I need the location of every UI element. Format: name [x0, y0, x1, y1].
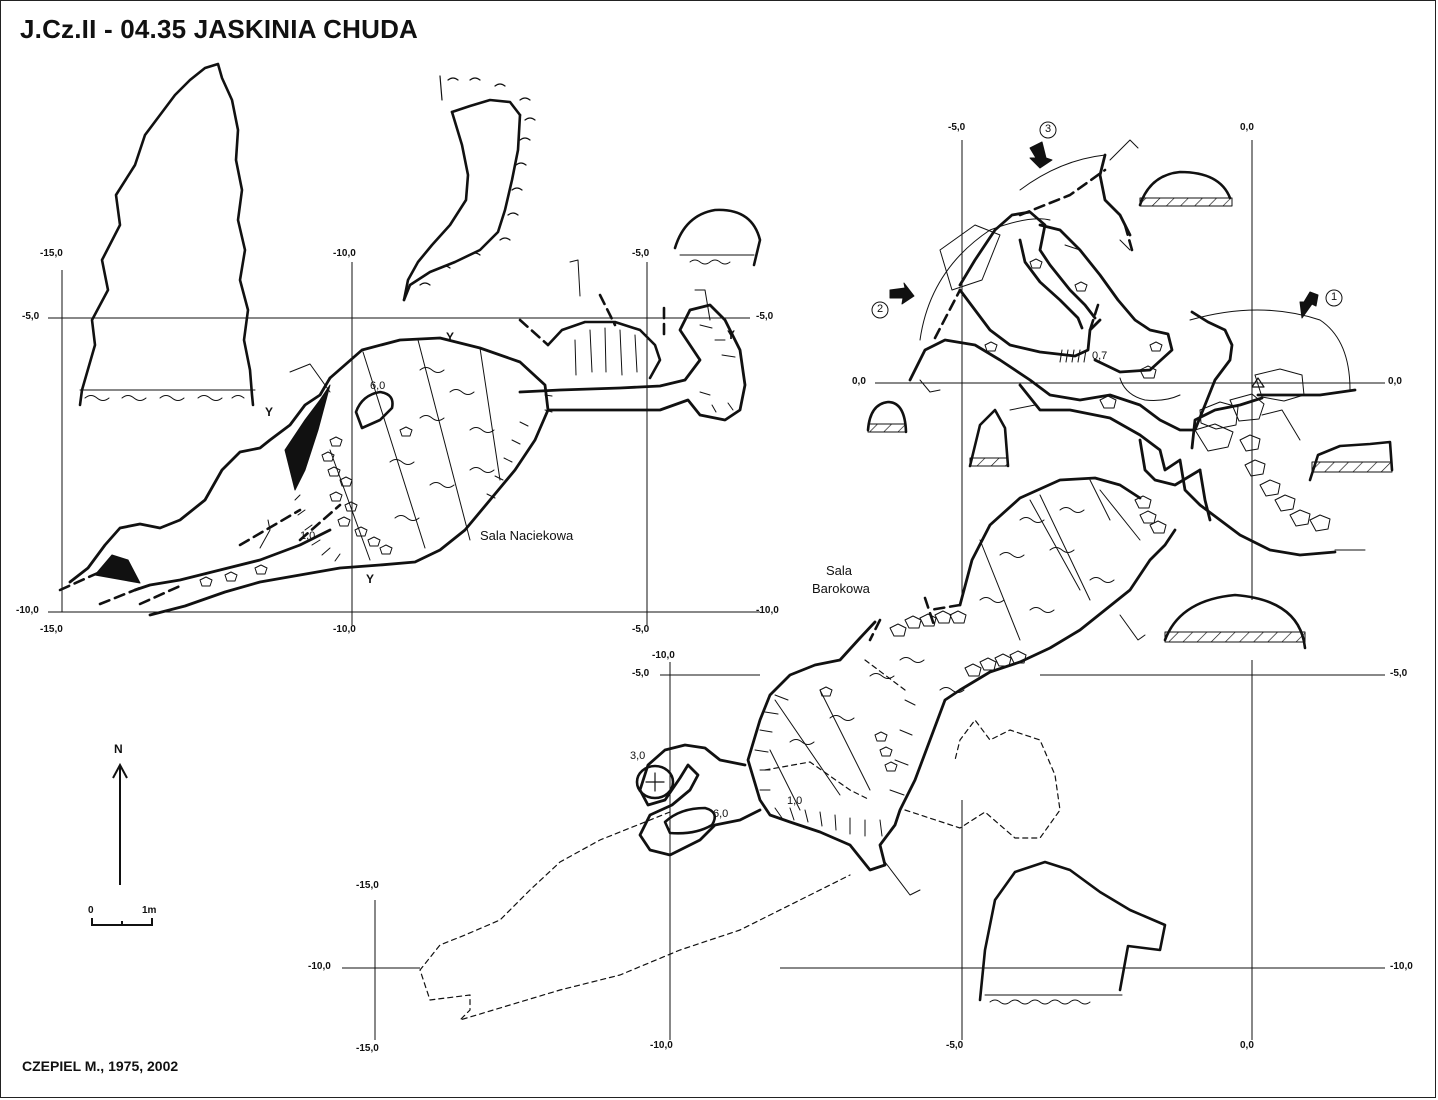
grid-label-y: -5,0	[756, 311, 774, 322]
cross-sections	[78, 62, 1394, 1005]
grid-label-y: -5,0	[1390, 668, 1408, 679]
grid-label-x: -15,0	[40, 248, 63, 259]
grid-label-y: -10,0	[1390, 961, 1413, 972]
grid-label-x: 0,0	[1240, 1040, 1254, 1051]
grid-label-y: -10,0	[308, 961, 331, 972]
grid-label-x: -5,0	[946, 1040, 964, 1051]
depth-label: 6,0	[370, 380, 386, 392]
grid-label-x: -10,0	[650, 1040, 673, 1051]
grid-label-x: -10,0	[333, 624, 356, 635]
grid-label-x: -10,0	[652, 650, 675, 661]
north-arrow	[112, 762, 128, 885]
east-plan	[871, 121, 1366, 641]
scale-zero: 0	[88, 905, 94, 916]
y-marker: Y	[265, 405, 274, 419]
map-title: J.Cz.II - 04.35 JASKINIA CHUDA	[20, 14, 419, 44]
grid-label-x: -5,0	[632, 248, 650, 259]
depth-label: 1,0	[300, 530, 316, 542]
depth-label: 6,0	[713, 808, 729, 820]
entrance-marker-1: 1	[1330, 291, 1338, 303]
grid-label-y: -10,0	[756, 605, 779, 616]
scale-one-meter: 1m	[142, 905, 157, 916]
depth-label: 0,7	[1092, 350, 1108, 362]
hall-name-naciekowa: Sala Naciekowa	[480, 528, 574, 543]
y-marker: Y	[727, 328, 736, 342]
depth-label: 3,0	[630, 750, 646, 762]
grid-label-x: -10,0	[333, 248, 356, 259]
grid-label-x: 0,0	[1240, 122, 1254, 133]
grid-label-x: -5,0	[948, 122, 966, 133]
survey-grid	[48, 140, 1385, 1040]
grid-label-y: -5,0	[22, 311, 40, 322]
north-label: N	[114, 742, 123, 756]
entrance-marker-3: 3	[1044, 123, 1052, 135]
author-credit: CZEPIEL M., 1975, 2002	[22, 1058, 179, 1074]
hall-name-barokowa-line2: Barokowa	[812, 581, 870, 596]
depth-label: 1,0	[787, 795, 803, 807]
grid-label-x: -15,0	[356, 1043, 379, 1054]
grid-label-y: 0,0	[852, 376, 866, 387]
hall-name-barokowa-line1: Sala	[826, 563, 853, 578]
y-marker: Y	[366, 572, 375, 586]
y-marker: Y	[446, 330, 455, 344]
west-plan	[58, 259, 747, 617]
grid-label-y: -5,0	[632, 668, 650, 679]
grid-label-y: 0,0	[1388, 376, 1402, 387]
grid-label-y: -10,0	[16, 605, 39, 616]
scale-bar	[91, 918, 153, 926]
grid-label-x: -15,0	[40, 624, 63, 635]
grid-label-x: -5,0	[632, 624, 650, 635]
grid-label-x: -15,0	[356, 880, 379, 891]
entrance-marker-2: 2	[876, 303, 884, 315]
south-plan	[419, 476, 1177, 1021]
